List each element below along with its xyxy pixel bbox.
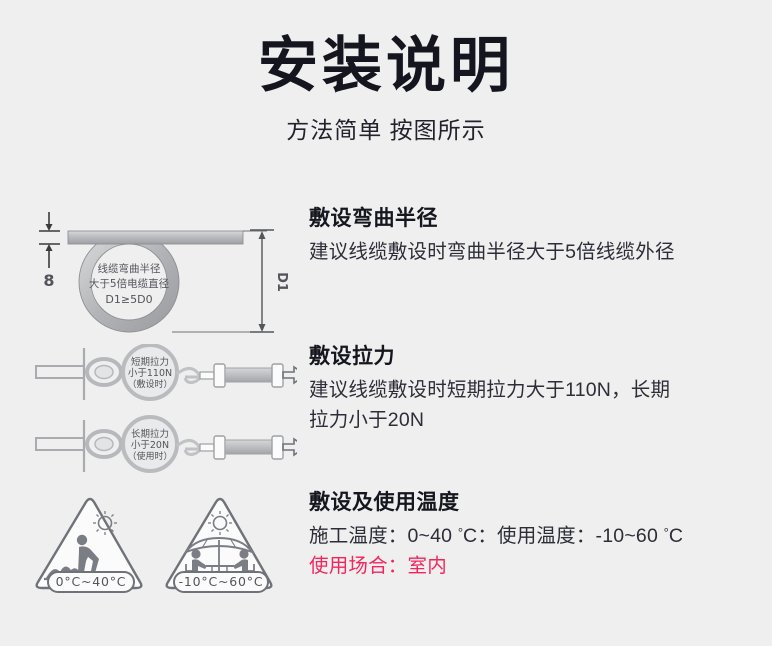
d1-arrow-bottom bbox=[258, 324, 266, 332]
cable-tip-long bbox=[199, 443, 215, 452]
long-term-label-1: 长期拉力 bbox=[131, 428, 169, 440]
pulling-force-text-block: 敷设拉力 建议线缆敷设时短期拉力大于110N，长期 拉力小于20N bbox=[309, 344, 759, 436]
page-subtitle: 方法简单 按图所示 bbox=[286, 117, 486, 143]
eyelet-hole-long bbox=[94, 436, 114, 452]
pulling-force-body: 建议线缆敷设时短期拉力大于110N，长期 拉力小于20N bbox=[309, 375, 759, 435]
person-left-head-icon bbox=[191, 549, 201, 559]
connector-right-short bbox=[271, 363, 284, 388]
temperature-range-signs: 0°C~40°C bbox=[22, 490, 302, 605]
bend-radius-svg: 8 D1 线缆弯曲半径 大于5倍电缆直径 D1≥5D0 bbox=[39, 212, 289, 333]
cable-tip-short bbox=[199, 371, 215, 380]
cable-pulling-force-diagram: 短期拉力 小于110N （敷设时） bbox=[22, 344, 297, 489]
long-term-label-2: 小于20N bbox=[131, 440, 169, 451]
thickness-arrow-top-head bbox=[45, 224, 53, 231]
sign-use-temperature: -10°C~60°C bbox=[165, 497, 273, 593]
page-header: 安装说明 方法简单 按图所示 bbox=[0, 34, 772, 145]
sun-rays-install bbox=[93, 511, 117, 535]
d1-arrow-top bbox=[258, 231, 266, 239]
connector-left-short bbox=[213, 363, 226, 388]
cable-body-short bbox=[224, 367, 278, 383]
short-term-pull-group: 短期拉力 小于110N （敷设时） bbox=[35, 344, 297, 401]
parasol-rib-right bbox=[230, 539, 237, 549]
sun-icon-use bbox=[212, 515, 228, 531]
temperature-title: 敷设及使用温度 bbox=[309, 491, 460, 514]
temperature-text-block: 敷设及使用温度 施工温度：0~40 °C：使用温度：-10~60 °C 使用场合… bbox=[309, 490, 759, 582]
temperature-signs-svg: 0°C~40°C bbox=[35, 497, 273, 593]
hook-curve-short bbox=[176, 367, 201, 384]
short-term-label-2: 小于110N bbox=[128, 368, 172, 379]
pull-direction-arrow-long bbox=[282, 437, 297, 457]
label-capsule-install bbox=[47, 571, 135, 593]
pulling-force-title: 敷设拉力 bbox=[309, 345, 395, 368]
pulling-force-body-line-2: 拉力小于20N bbox=[309, 409, 425, 432]
parasol-rib-left bbox=[201, 539, 208, 549]
use-temperature-text: C：使用温度：-10~60 bbox=[463, 525, 664, 548]
label-capsule-use bbox=[173, 571, 269, 593]
degree-symbol-2: ° bbox=[663, 525, 669, 541]
long-term-label-3: （使用时） bbox=[127, 450, 172, 462]
short-term-label-1: 短期拉力 bbox=[131, 356, 169, 368]
eyelet-hole-short bbox=[94, 364, 114, 380]
sun-icon-install bbox=[97, 515, 113, 531]
anchor-bracket-short bbox=[35, 365, 85, 379]
cable-body-long bbox=[224, 439, 278, 455]
pulling-force-svg: 短期拉力 小于110N （敷设时） bbox=[35, 344, 297, 473]
degree-symbol-1: ° bbox=[457, 525, 464, 541]
install-temperature-label: 0°C~40°C bbox=[56, 574, 127, 589]
connector-left-long bbox=[213, 435, 226, 460]
thickness-arrow-bottom-head bbox=[45, 244, 53, 251]
sign-install-temperature: 0°C~40°C bbox=[35, 497, 143, 593]
cable-straight-segment bbox=[67, 230, 244, 245]
use-temperature-label: -10°C~60°C bbox=[179, 574, 264, 589]
short-term-label-3: （敷设时） bbox=[127, 378, 172, 390]
hook-curve-long bbox=[176, 439, 201, 456]
bending-radius-title: 敷设弯曲半径 bbox=[309, 207, 438, 230]
worker-head-icon bbox=[76, 534, 88, 546]
thickness-label: 8 bbox=[43, 271, 54, 290]
temperature-body: 施工温度：0~40 °C：使用温度：-10~60 °C bbox=[309, 521, 759, 551]
person-right-head-icon bbox=[239, 549, 249, 559]
loop-label-line-1: 线缆弯曲半径 bbox=[98, 262, 161, 275]
sun-rays-use bbox=[208, 511, 232, 535]
d1-label: D1 bbox=[274, 272, 289, 292]
long-term-badge bbox=[121, 415, 179, 473]
loop-label-line-2: 大于5倍电缆直径 bbox=[89, 277, 170, 290]
short-term-badge bbox=[121, 344, 179, 401]
pull-direction-arrow-short bbox=[282, 365, 297, 385]
connector-right-long bbox=[271, 435, 284, 460]
install-temperature-text: 施工温度：0~40 bbox=[309, 525, 458, 548]
bending-radius-text-block: 敷设弯曲半径 建议线缆敷设时弯曲半径大于5倍线缆外径 bbox=[309, 206, 759, 267]
celsius-suffix: C bbox=[668, 525, 684, 548]
pulling-force-body-line-1: 建议线缆敷设时短期拉力大于110N，长期 bbox=[309, 379, 671, 402]
cable-bend-radius-diagram: 8 D1 线缆弯曲半径 大于5倍电缆直径 D1≥5D0 bbox=[22, 206, 292, 336]
long-term-pull-group: 长期拉力 小于20N （使用时） bbox=[35, 415, 297, 473]
usage-environment-note: 使用场合：室内 bbox=[309, 555, 447, 578]
page-title: 安装说明 bbox=[258, 32, 514, 99]
bending-radius-body: 建议线缆敷设时弯曲半径大于5倍线缆外径 bbox=[309, 241, 675, 264]
loop-label-line-3: D1≥5D0 bbox=[105, 293, 152, 306]
anchor-bracket-long bbox=[35, 437, 85, 451]
triangle-outline-install bbox=[35, 497, 143, 590]
parasol-canopy-icon bbox=[183, 536, 255, 555]
